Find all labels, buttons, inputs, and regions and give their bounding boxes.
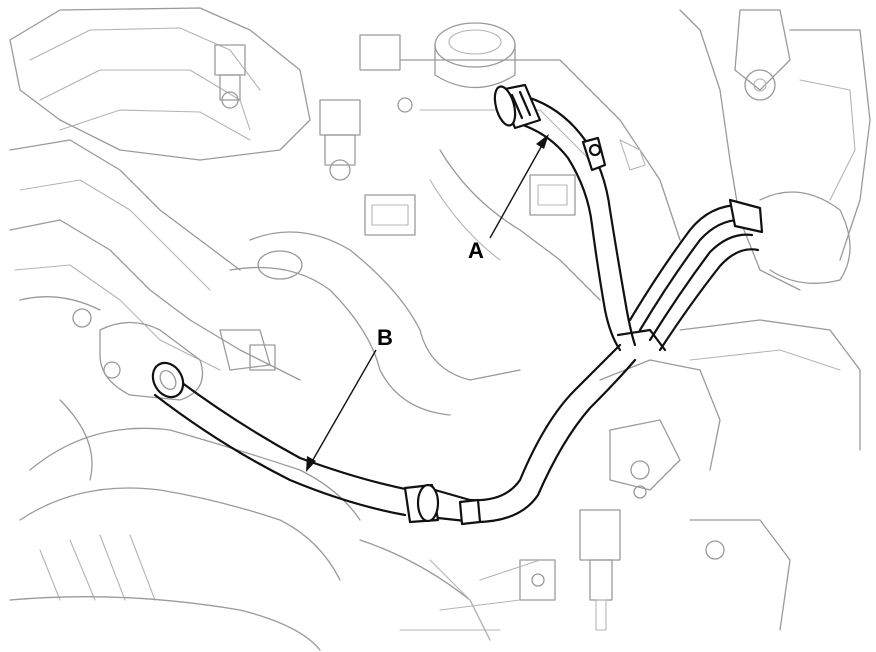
metal-tube-bundle xyxy=(616,198,764,352)
leader-line-b xyxy=(309,349,377,466)
hose-a xyxy=(493,83,637,352)
callout-b-group: B xyxy=(306,325,393,472)
hose-b-left-end xyxy=(151,361,185,399)
engine-background xyxy=(9,7,871,651)
leader-arrow-b xyxy=(306,456,316,472)
tube-bundle-end-fitting xyxy=(728,198,764,234)
callout-a: A xyxy=(468,238,484,263)
hose-b xyxy=(151,343,637,526)
callout-b: B xyxy=(377,325,393,350)
leader-arrow-a xyxy=(536,134,549,149)
leader-line-a xyxy=(489,139,546,239)
callout-a-group: A xyxy=(468,134,549,263)
hose-b-pipe-joint xyxy=(458,498,482,526)
